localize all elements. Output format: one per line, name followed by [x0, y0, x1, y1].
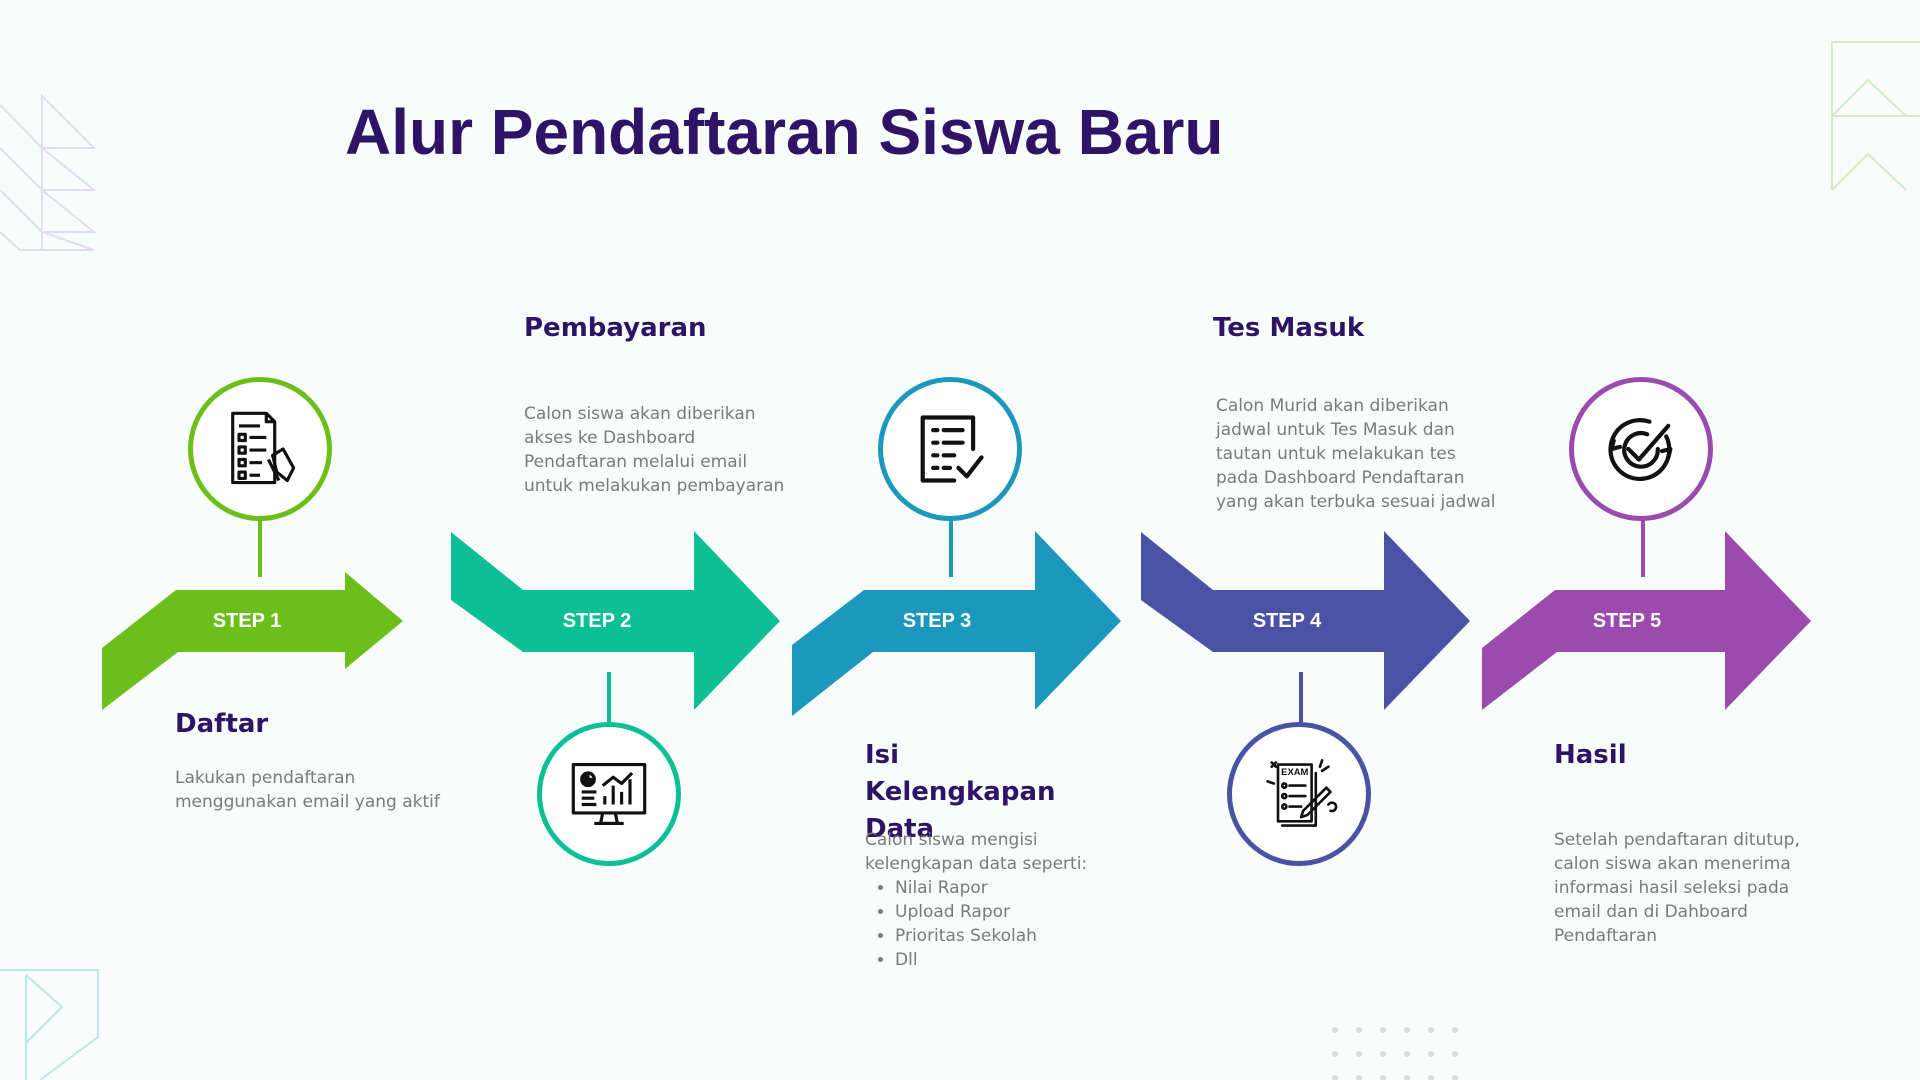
page-title: Alur Pendaftaran Siswa Baru [345, 96, 1224, 168]
step-5-description: Setelah pendaftaran ditutup, calon siswa… [1554, 830, 1800, 946]
list-item: Upload Rapor [895, 900, 1110, 924]
step-1-connector [258, 515, 262, 577]
step-4-description: Calon Murid akan diberikan jadwal untuk … [1216, 396, 1496, 512]
step-1-heading: Daftar [175, 709, 269, 739]
step-3-description-text: Calon siswa mengisi kelengkapan data sep… [865, 830, 1088, 874]
exam-paper-icon: EXAM [1266, 759, 1338, 827]
dashboard-monitor-icon [571, 763, 647, 825]
step-3-label: STEP 3 [902, 610, 972, 632]
step-2-connector [607, 672, 611, 724]
step-4-connector [1299, 672, 1303, 724]
step-5-arrow [1482, 531, 1811, 710]
step-3-data-list: Nilai Rapor Upload Rapor Prioritas Sekol… [865, 876, 1110, 972]
list-item: Dll [895, 948, 1110, 972]
step-5-icon-circle [1569, 377, 1713, 521]
step-3-icon-circle [878, 377, 1022, 521]
step-1-description: Lakukan pendaftaran menggunakan email ya… [175, 768, 440, 812]
step-5-connector [1641, 515, 1645, 577]
chevron-decoration-top-right [1831, 41, 1920, 191]
step-5-heading: Hasil [1554, 740, 1627, 770]
step-2-heading: Pembayaran [524, 313, 707, 343]
step-2-label: STEP 2 [562, 610, 632, 632]
step-4-icon-circle: EXAM [1227, 722, 1371, 866]
step-3-arrow [792, 531, 1121, 716]
list-item: Prioritas Sekolah [895, 924, 1110, 948]
chevron-decoration-bottom-left [0, 969, 99, 1080]
registration-form-icon [231, 411, 296, 485]
step-2-icon-circle [537, 722, 681, 866]
dot-grid-decoration [1332, 1027, 1458, 1080]
exam-icon-text: EXAM [1281, 767, 1308, 778]
step-2-description: Calon siswa akan diberikan akses ke Dash… [524, 404, 785, 496]
check-circle-icon [1608, 418, 1673, 481]
step-5-label: STEP 5 [1592, 610, 1662, 632]
triangle-pattern-decoration [0, 93, 97, 251]
list-item: Nilai Rapor [895, 876, 1110, 900]
step-2-arrow [451, 531, 780, 710]
step-3-connector [949, 515, 953, 577]
step-4-heading: Tes Masuk [1213, 313, 1365, 343]
step-1-icon-circle [188, 377, 332, 521]
step-3-description: Calon siswa mengisi kelengkapan data sep… [865, 828, 1110, 972]
checklist-icon [920, 415, 984, 483]
step-3-heading: Isi Kelengkapan Data [865, 740, 1056, 844]
step-4-label: STEP 4 [1252, 610, 1322, 632]
step-1-label: STEP 1 [212, 610, 282, 632]
step-4-arrow [1141, 531, 1470, 710]
step-1-arrow [102, 572, 403, 710]
